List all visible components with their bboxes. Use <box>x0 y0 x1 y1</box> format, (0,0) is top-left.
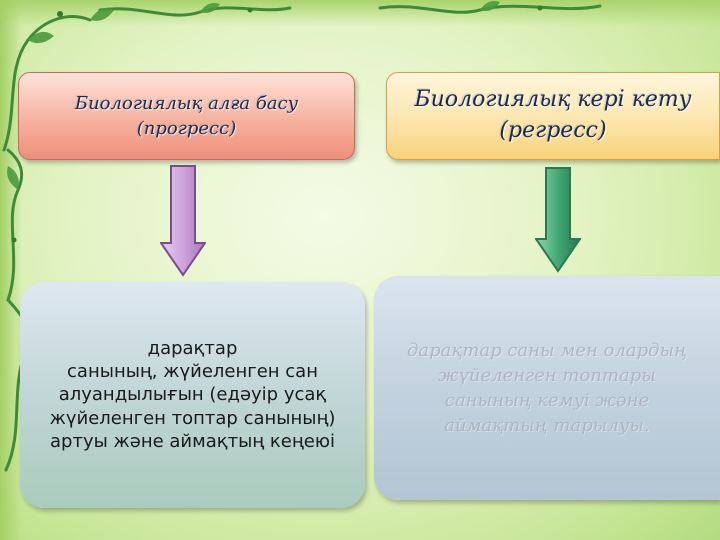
regress-down-arrow <box>535 167 581 273</box>
progress-desc-line-3: алуандылығын (едәуір усақ <box>58 384 327 406</box>
regress-desc-line-3: санының кемуі және <box>444 390 650 411</box>
regress-title-line-1: Биологиялық кері кету <box>414 87 692 113</box>
regress-header-text: Биологиялық кері кету (регресс) <box>415 85 692 147</box>
progress-description-box: дарақтар санының, жүйеленген сан алуанды… <box>20 282 365 508</box>
progress-header-box: Биологиялық алға басу (прогресс) <box>18 72 355 160</box>
regress-desc-line-2: жүйеленген топтары <box>438 364 656 386</box>
progress-title-line-2: (прогресс) <box>136 118 237 139</box>
progress-desc-line-4: жүйеленген топтар санының) <box>49 407 336 429</box>
progress-down-arrow <box>160 165 206 277</box>
regress-desc-line-4: аймақтың тарылуы. <box>444 415 650 437</box>
regress-desc-line-1: дарақтар саны мен олардың <box>407 339 687 361</box>
regress-header-box: Биологиялық кері кету (регресс) <box>386 72 720 160</box>
progress-header-text: Биологиялық алға басу (прогресс) <box>75 91 298 141</box>
progress-desc-line-1: дарақтар <box>147 337 238 359</box>
progress-desc-line-5: артуы және аймақтың кеңеюі <box>50 431 335 453</box>
regress-description-text: дарақтар саны мен олардың жүйеленген топ… <box>377 338 717 439</box>
progress-title-line-1: Биологиялық алға басу <box>74 92 299 114</box>
regress-description-box: дарақтар саны мен олардың жүйеленген топ… <box>374 276 720 500</box>
regress-title-line-2: (регресс) <box>499 118 607 143</box>
progress-description-text: дарақтар санының, жүйеленген сан алуанды… <box>36 337 350 454</box>
progress-desc-line-2: санының, жүйеленген сан <box>67 360 318 382</box>
decorative-frame-top <box>0 0 720 26</box>
